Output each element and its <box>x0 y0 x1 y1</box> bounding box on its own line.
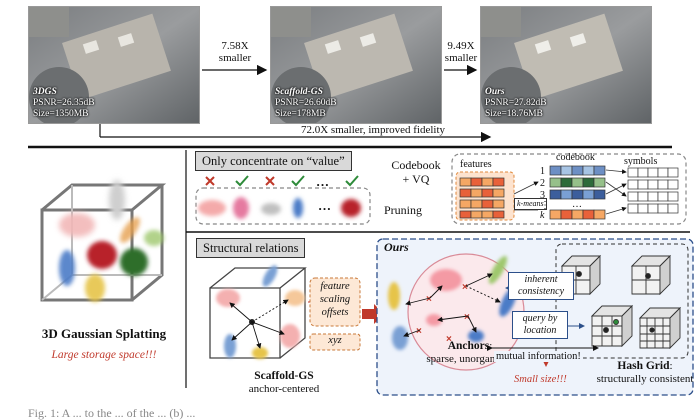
psnr-value: PSNR=27.82dB <box>485 98 547 108</box>
panel-scaffold-gs: Scaffold-GS PSNR=26.60dB Size=178MB <box>270 6 442 124</box>
structural-section-title: Structural relations <box>196 238 306 258</box>
codebook-vq-diagram <box>451 153 687 225</box>
symbols-grid <box>627 167 679 214</box>
codebook-hdots: … <box>572 199 582 210</box>
anchors-caption: Anchors: sparse, unorganized <box>412 340 528 366</box>
codebook-vq-label: Codebook + VQ <box>386 158 446 186</box>
attr-scaling: scaling <box>319 294 351 305</box>
codebook-row-1: 1 <box>540 166 545 177</box>
method-label: 3DGS <box>33 87 57 97</box>
hash-grid-title: Hash Grid <box>617 360 670 372</box>
reject-mark-1 <box>205 176 215 186</box>
features-label: features <box>460 159 492 170</box>
query-by-location-label: query by location <box>512 311 568 339</box>
codebook-row-3: 3 <box>540 190 545 201</box>
keep-mark-1 <box>235 175 249 187</box>
hash-grid-cube-mid <box>630 254 672 296</box>
ours-panel-title: Ours <box>384 240 409 254</box>
small-size-label: Small size!!! <box>514 374 567 385</box>
hash-grid-cube-finest <box>638 306 682 350</box>
pruning-ellipsis-top: … <box>316 174 329 189</box>
aerial-image-scaffold-gs <box>271 7 441 123</box>
psnr-value: PSNR=26.60dB <box>275 98 337 108</box>
anchors-colon: : <box>489 340 493 352</box>
value-section-title: Only concentrate on “value” <box>195 151 352 171</box>
scaffold-desc: anchor-centered <box>248 383 320 395</box>
arrow-label-2: 9.49X smaller <box>444 40 478 64</box>
ratio-value: 9.49X <box>447 40 475 52</box>
reject-mark-2 <box>265 176 275 186</box>
gaussian-cube-illustration <box>40 180 167 302</box>
keep-mark-2 <box>291 175 305 187</box>
attr-offsets: offsets <box>321 307 349 318</box>
panel-3dgs: 3DGS PSNR=26.35dB Size=1350MB <box>28 6 200 124</box>
keep-mark-3 <box>345 175 359 187</box>
svg-text:×: × <box>464 312 470 323</box>
query-word: query by <box>522 313 558 324</box>
svg-text:×: × <box>446 334 452 345</box>
scaffold-name: Scaffold-GS <box>254 370 314 382</box>
codebook-row-2: 2 <box>540 178 545 189</box>
ratio-word: smaller <box>444 52 478 64</box>
overall-ratio-label: 72.0X smaller, improved fidelity <box>300 124 446 136</box>
ratio-word: smaller <box>218 52 252 64</box>
pruning-label: Pruning <box>384 203 423 217</box>
ratio-value: 7.58X <box>221 40 249 52</box>
figure-caption-fragment: Fig. 1: A ... to the ... of the ... (b) … <box>28 406 196 420</box>
scaffold-anchor-illustration <box>209 265 307 359</box>
xyz-label: xyz <box>328 335 342 346</box>
mutual-information-label: mutual information! <box>494 351 583 362</box>
hash-grid-cube-fine <box>590 304 634 348</box>
codebook-vdots: ⋮ <box>540 200 550 211</box>
inherent-word: inherent <box>524 274 558 285</box>
anchors-desc: sparse, unorganized <box>426 353 514 365</box>
symbols-label: symbols <box>624 156 658 167</box>
feature-cells <box>459 177 505 219</box>
hash-grid-colon: : <box>669 360 673 372</box>
attr-feature: feature <box>320 281 350 292</box>
size-value: Size=18.76MB <box>485 109 543 119</box>
caption-3dgs: 3DGS PSNR=26.35dB Size=1350MB <box>33 87 95 120</box>
pruning-illustration <box>195 175 371 225</box>
svg-text:×: × <box>426 294 432 305</box>
svg-text:×: × <box>416 326 422 337</box>
hash-grid-caption: Hash Grid: structurally consistent <box>590 360 700 386</box>
left-title: 3D Gaussian Splatting <box>41 326 167 341</box>
kmeans-label: k-means <box>514 198 547 210</box>
hash-grid-desc: structurally consistent <box>596 373 694 385</box>
feature-attrs-label: feature scaling offsets <box>310 280 360 319</box>
codebook-grid <box>549 165 606 220</box>
codebook-word: Codebook <box>391 158 441 172</box>
size-value: Size=178MB <box>275 109 326 119</box>
vq-word: + VQ <box>402 172 430 186</box>
method-label: Scaffold-GS <box>275 87 323 97</box>
pruning-ellipsis-bottom: … <box>318 198 331 213</box>
scaffold-attribute-boxes <box>306 277 361 351</box>
anchors-title: Anchors <box>447 340 490 352</box>
consistency-word: consistency <box>517 286 565 297</box>
panel-ours: Ours PSNR=27.82dB Size=18.76MB <box>480 6 652 124</box>
codebook-row-k: k <box>540 210 545 221</box>
aerial-image-ours <box>481 7 651 123</box>
method-label: Ours <box>485 87 505 97</box>
size-value: Size=1350MB <box>33 109 89 119</box>
inherent-consistency-label: inherent consistency <box>508 272 574 300</box>
arrow-label-1: 7.58X smaller <box>204 40 266 64</box>
aerial-image-3dgs <box>29 7 199 123</box>
caption-ours: Ours PSNR=27.82dB Size=18.76MB <box>485 87 547 120</box>
left-subtitle: Large storage space!!! <box>51 349 157 361</box>
psnr-value: PSNR=26.35dB <box>33 98 95 108</box>
scaffold-caption: Scaffold-GS anchor-centered <box>230 370 338 396</box>
caption-scaffold-gs: Scaffold-GS PSNR=26.60dB Size=178MB <box>275 87 337 120</box>
location-word: location <box>523 325 557 336</box>
svg-text:×: × <box>462 282 468 293</box>
codebook-label: codebook <box>556 152 595 163</box>
